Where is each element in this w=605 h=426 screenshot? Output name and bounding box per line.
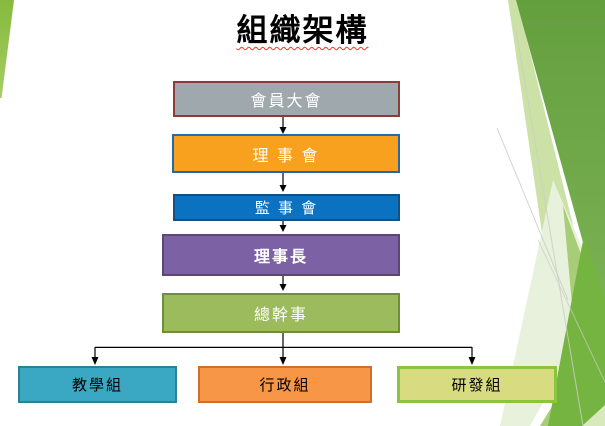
arrowhead — [279, 357, 287, 365]
org-node-rnd-group: 研發組 — [397, 366, 557, 403]
leaf-bottom-right-pale — [500, 180, 603, 426]
arrowhead — [468, 357, 476, 365]
arrowhead — [279, 127, 287, 134]
org-node-board-of-directors: 理 事 會 — [172, 134, 400, 173]
leaf-top-right-dark — [516, 0, 605, 322]
leaf-bottom-right-corner-pale — [582, 405, 605, 426]
slide-title: 組織架構 — [236, 13, 369, 48]
org-node-secretary-general: 總幹事 — [162, 293, 400, 333]
arrowhead — [279, 185, 287, 192]
leaf-vein-line — [496, 127, 569, 301]
org-node-admin-group: 行政組 — [198, 366, 372, 403]
org-node-chairman: 理事長 — [162, 234, 400, 276]
leaf-top-left-sliver — [0, 0, 14, 98]
leaf-vein-line — [537, 239, 605, 383]
org-node-supervisory-board: 監 事 會 — [173, 194, 400, 221]
arrowhead — [279, 225, 287, 232]
arrowhead — [91, 357, 99, 365]
org-node-member-assembly: 會員大會 — [173, 81, 400, 117]
leaf-vein-line — [515, 29, 584, 426]
arrowhead — [279, 284, 287, 291]
leaf-bottom-right-bright — [548, 235, 605, 426]
org-node-teaching-group: 教學組 — [18, 366, 177, 403]
